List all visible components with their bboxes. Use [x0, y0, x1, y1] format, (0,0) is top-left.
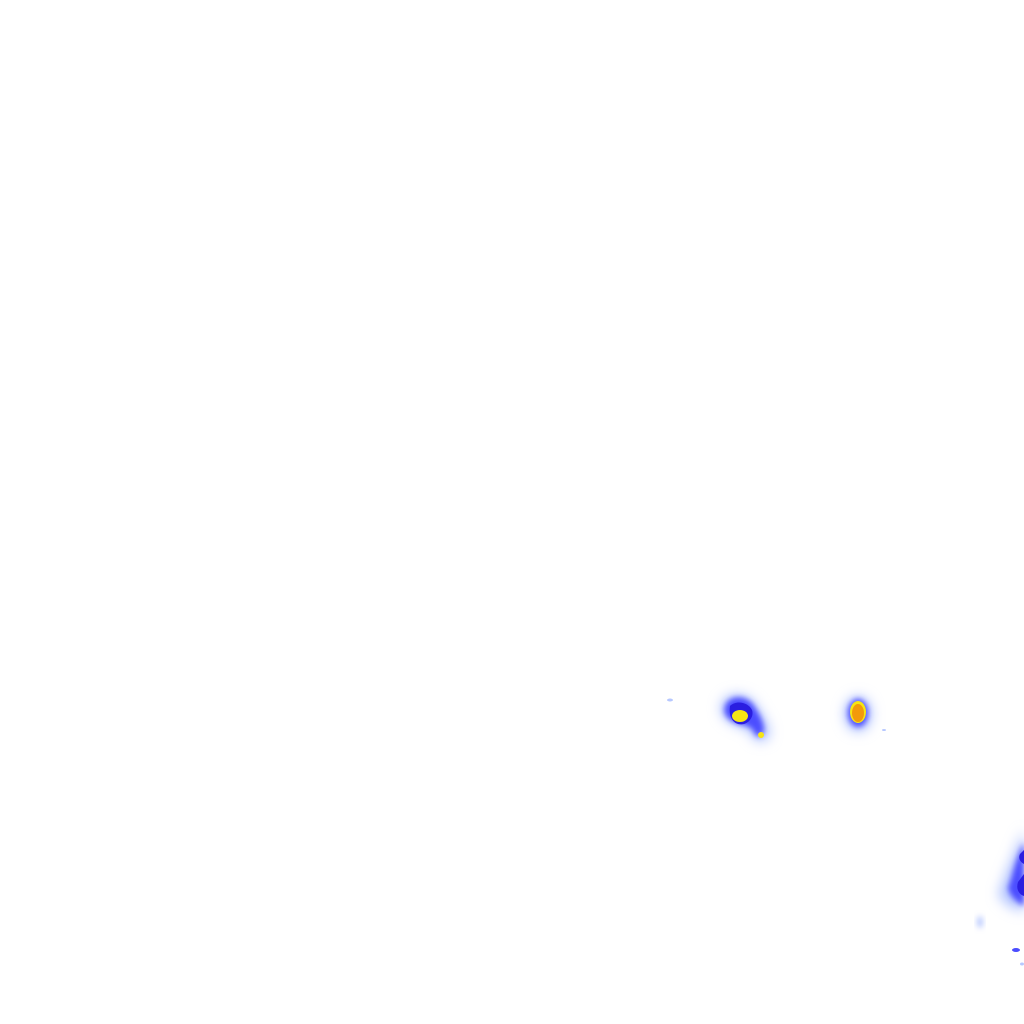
precip-cell-edge [977, 830, 1024, 966]
precip-cell-west [720, 693, 770, 742]
precip-heavy-area [758, 732, 764, 738]
precip-strong-area [1019, 850, 1024, 864]
precip-medium-area [1012, 948, 1020, 952]
precip-light-area [1020, 962, 1024, 966]
precip-light-area [667, 698, 673, 702]
precip-heavy-area [732, 710, 748, 722]
precip-cell-east [844, 696, 886, 732]
precip-light-area [882, 729, 886, 731]
precip-strong-area [1017, 874, 1024, 896]
speck [667, 698, 673, 702]
precip-light-area [977, 916, 983, 928]
precip-intense-area [852, 704, 864, 722]
